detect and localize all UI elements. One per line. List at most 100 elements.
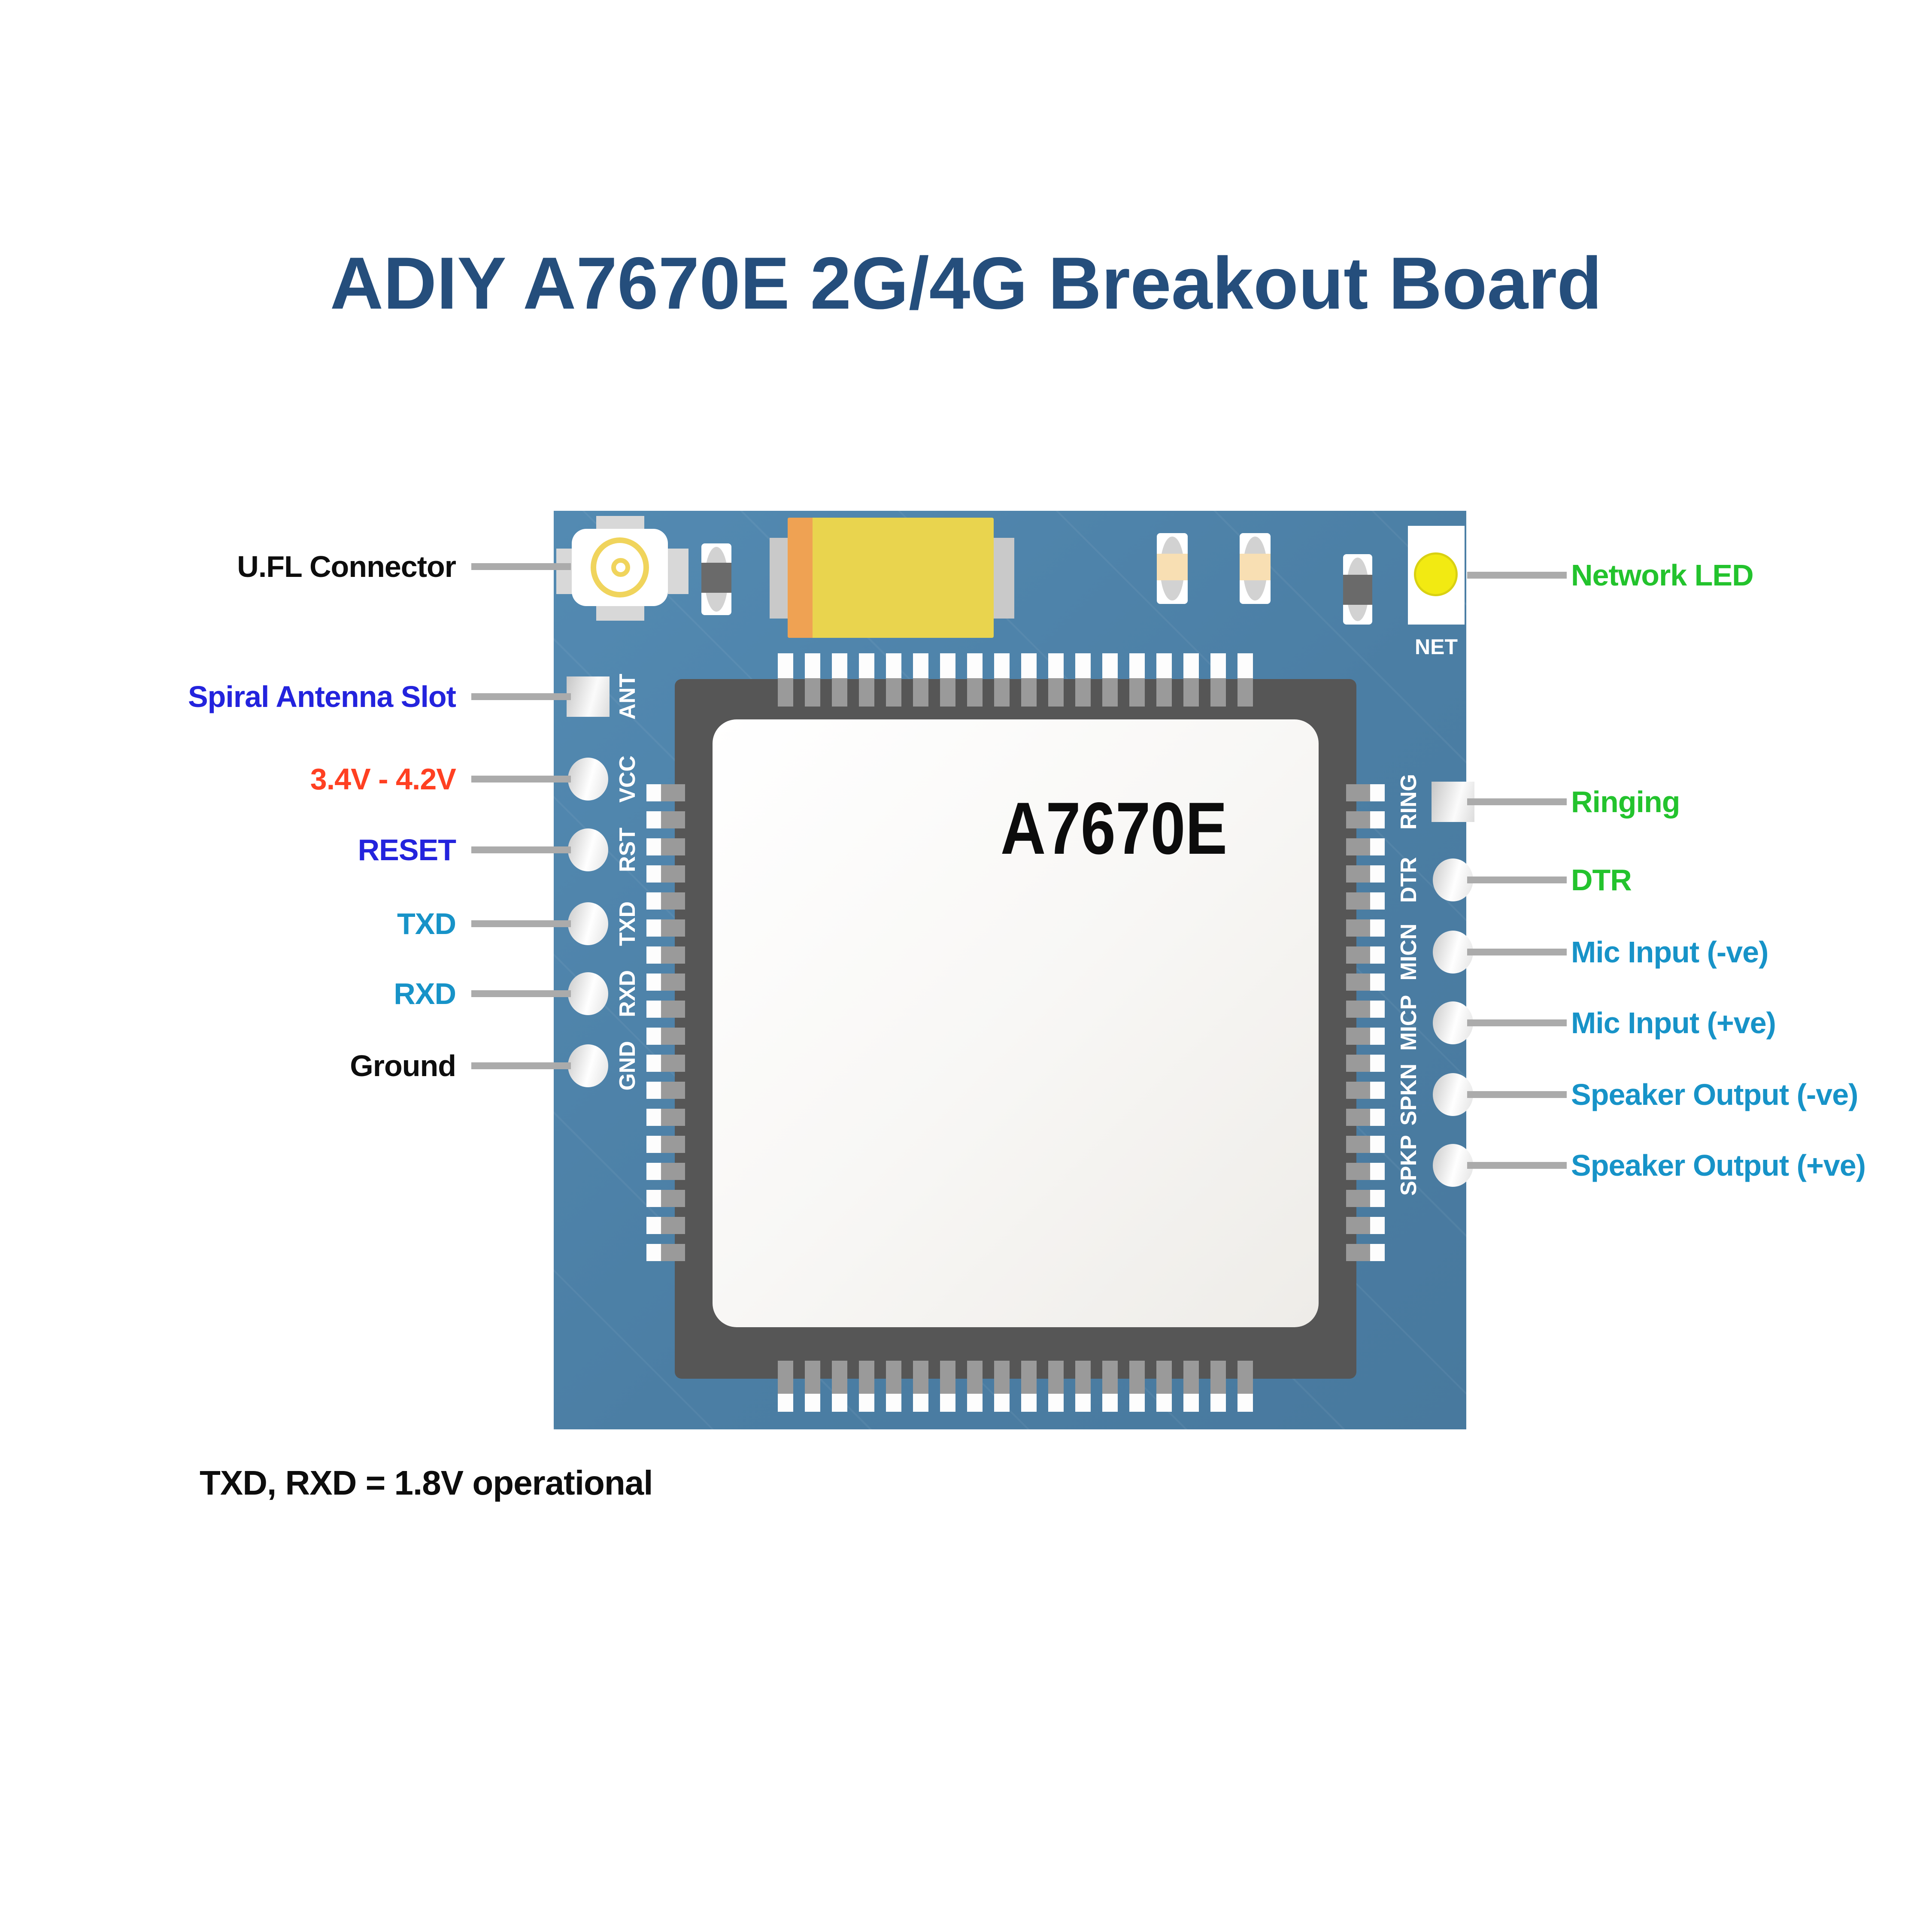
- pad-label-ring: RING: [1396, 774, 1421, 830]
- chip-pin: [661, 946, 685, 964]
- chip-pin: [1075, 1361, 1091, 1394]
- callout-spiral-antenna-slot: Spiral Antenna Slot: [188, 680, 456, 713]
- page-title: ADIY A7670E 2G/4G Breakout Board: [330, 242, 1602, 325]
- pad-micp: [1433, 1001, 1473, 1044]
- pad-txd: [568, 902, 608, 945]
- chip-pin: [1346, 946, 1370, 964]
- net-led-label: NET: [1415, 635, 1458, 659]
- chip-pin: [1048, 1394, 1064, 1412]
- chip-pin: [646, 1217, 661, 1234]
- chip-pin: [646, 1109, 661, 1126]
- callout-ringing: Ringing: [1571, 785, 1680, 819]
- chip-pin: [994, 1361, 1010, 1394]
- chip-pin: [1129, 1394, 1145, 1412]
- callout-speaker-output-ve-: Speaker Output (+ve): [1571, 1149, 1866, 1182]
- chip-pin: [886, 678, 901, 707]
- net-led-icon: [1414, 552, 1458, 596]
- callout-rxd: RXD: [394, 977, 456, 1010]
- chip-pin: [1346, 811, 1370, 828]
- chip-pin: [1370, 1109, 1385, 1126]
- chip-pin: [646, 865, 661, 883]
- chip-pin: [646, 946, 661, 964]
- leader-line: [1467, 1162, 1567, 1169]
- leader-line: [1467, 572, 1567, 579]
- chip-pin: [1021, 1361, 1037, 1394]
- chip-pin: [1370, 1082, 1385, 1099]
- callout-u-fl-connector: U.FL Connector: [237, 550, 456, 583]
- chip-pin: [1183, 1361, 1199, 1394]
- pad-micn: [1433, 931, 1473, 974]
- chip-pin: [1237, 1361, 1253, 1394]
- chip-pin: [1370, 974, 1385, 991]
- chip-pin: [778, 1394, 793, 1412]
- smd-resistor-right-band: [1343, 575, 1372, 605]
- chip-pin: [832, 678, 847, 707]
- pad-rxd: [568, 972, 608, 1015]
- callout-network-led: Network LED: [1571, 558, 1754, 592]
- chip-pin: [805, 1394, 820, 1412]
- chip-pin: [1346, 892, 1370, 910]
- chip-pin: [646, 1163, 661, 1180]
- chip-pin: [859, 1361, 874, 1394]
- chip-pin: [913, 1394, 928, 1412]
- chip-pin: [778, 678, 793, 707]
- chip-pin: [661, 1217, 685, 1234]
- chip-pin: [1370, 811, 1385, 828]
- leader-line: [471, 693, 571, 700]
- chip-part-number: A7670E: [1000, 787, 1228, 870]
- chip-pin: [1156, 1394, 1172, 1412]
- chip-pin: [1370, 1163, 1385, 1180]
- a7670e-chip-top: [713, 719, 1319, 1327]
- bottom-note: TXD, RXD = 1.8V operational: [200, 1464, 653, 1502]
- chip-pin: [1346, 784, 1370, 801]
- chip-pin: [1346, 1082, 1370, 1099]
- chip-pin: [1129, 653, 1145, 678]
- chip-pin: [913, 653, 928, 678]
- chip-pin: [1102, 678, 1118, 707]
- chip-pin: [1370, 946, 1385, 964]
- chip-pin: [1021, 653, 1037, 678]
- chip-pin: [940, 678, 955, 707]
- chip-pin: [646, 1244, 661, 1261]
- chip-pin: [646, 1028, 661, 1045]
- chip-pin: [967, 1361, 983, 1394]
- chip-pin: [646, 784, 661, 801]
- pad-spkn: [1433, 1073, 1473, 1116]
- chip-pin: [661, 1055, 685, 1072]
- chip-pin: [661, 919, 685, 937]
- leader-line: [471, 846, 571, 853]
- leader-line: [471, 563, 571, 570]
- chip-pin: [646, 1082, 661, 1099]
- chip-pin: [1102, 653, 1118, 678]
- chip-pin: [940, 653, 955, 678]
- pad-gnd: [568, 1044, 608, 1087]
- chip-pin: [661, 1190, 685, 1207]
- chip-pin: [661, 838, 685, 855]
- smd-resistor-left-band: [701, 563, 731, 593]
- chip-pin: [661, 784, 685, 801]
- chip-pin: [1048, 653, 1064, 678]
- chip-pin: [994, 653, 1010, 678]
- chip-pin: [1183, 653, 1199, 678]
- chip-pin: [646, 919, 661, 937]
- chip-pin: [661, 1109, 685, 1126]
- pad-dtr: [1433, 858, 1473, 901]
- chip-pin: [832, 1361, 847, 1394]
- leader-line: [471, 776, 571, 783]
- chip-pin: [1021, 1394, 1037, 1412]
- chip-pin: [1183, 1394, 1199, 1412]
- chip-pin: [1346, 1001, 1370, 1018]
- chip-pin: [1346, 974, 1370, 991]
- leader-line: [1467, 877, 1567, 883]
- ufl-tab-left: [556, 549, 573, 594]
- ufl-tab-bottom: [596, 605, 644, 621]
- chip-pin: [1156, 1361, 1172, 1394]
- chip-pin: [1346, 1217, 1370, 1234]
- chip-pin: [1370, 1028, 1385, 1045]
- pad-label-micp: MICP: [1396, 995, 1421, 1051]
- callout-speaker-output-ve-: Speaker Output (-ve): [1571, 1078, 1858, 1111]
- ufl-center-pin-icon: [611, 558, 630, 577]
- pad-label-spkp: SPKP: [1396, 1135, 1421, 1196]
- chip-pin: [859, 653, 874, 678]
- chip-pin: [994, 678, 1010, 707]
